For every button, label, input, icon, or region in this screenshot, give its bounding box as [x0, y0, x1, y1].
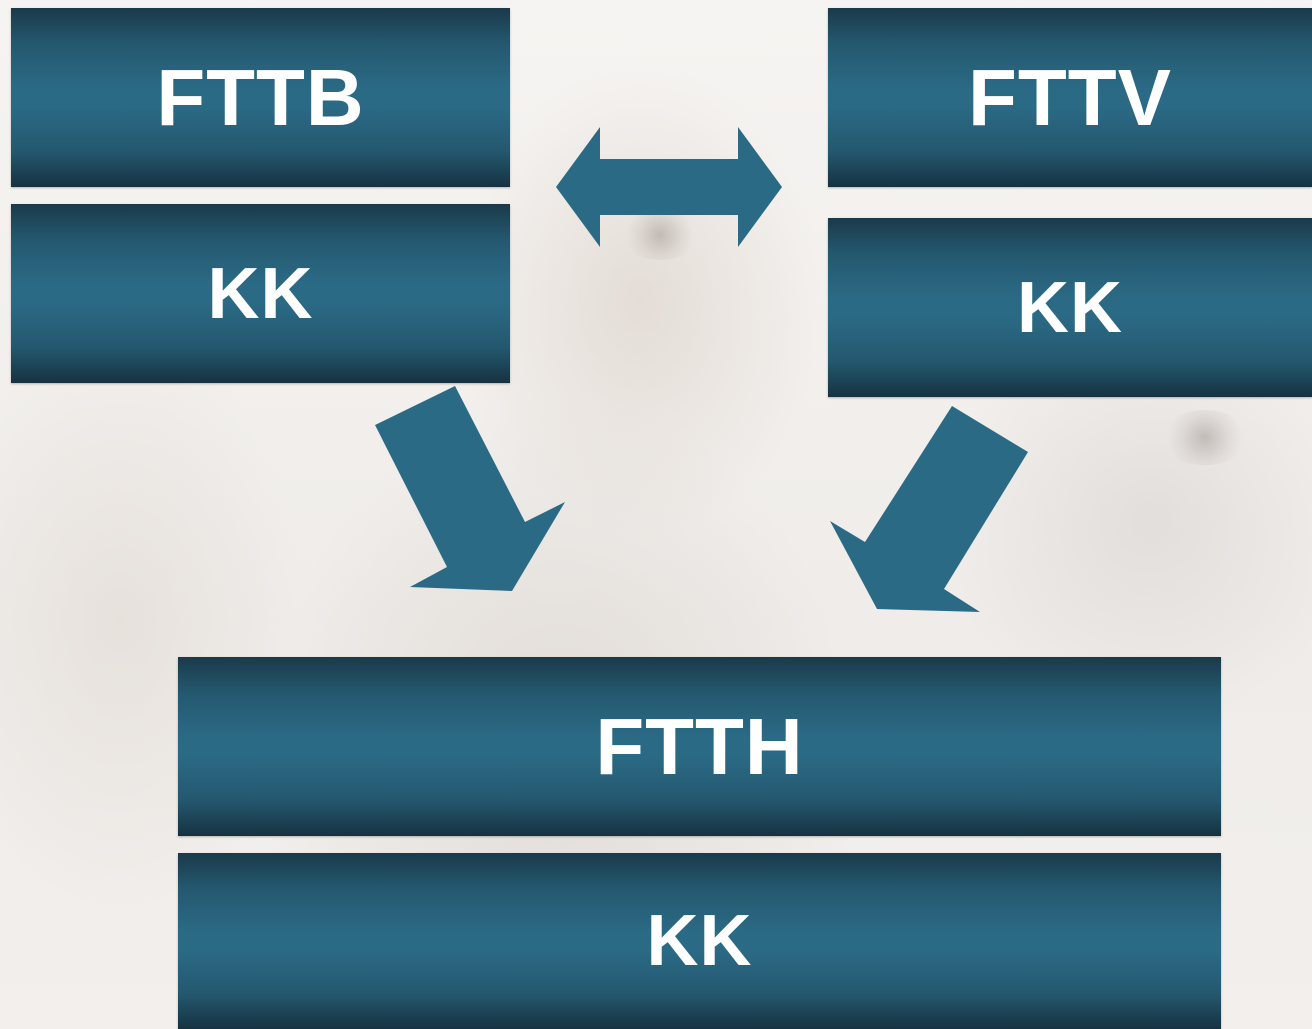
background-eye-right [1160, 410, 1250, 465]
kk-box-bottom: KK [178, 853, 1221, 1029]
kk-label-bottom: KK [646, 901, 753, 981]
kk-label-left: KK [207, 253, 314, 334]
kk-box-right: KK [828, 218, 1312, 397]
fttv-box: FTTV [828, 8, 1312, 187]
fttb-label: FTTB [156, 52, 365, 142]
fttb-box: FTTB [11, 8, 510, 187]
ftth-box: FTTH [178, 657, 1221, 836]
kk-box-left: KK [11, 204, 510, 383]
ftth-label: FTTH [595, 701, 804, 791]
fttv-label: FTTV [968, 52, 1172, 142]
background-eye-left [620, 210, 700, 260]
kk-label-right: KK [1017, 267, 1123, 348]
